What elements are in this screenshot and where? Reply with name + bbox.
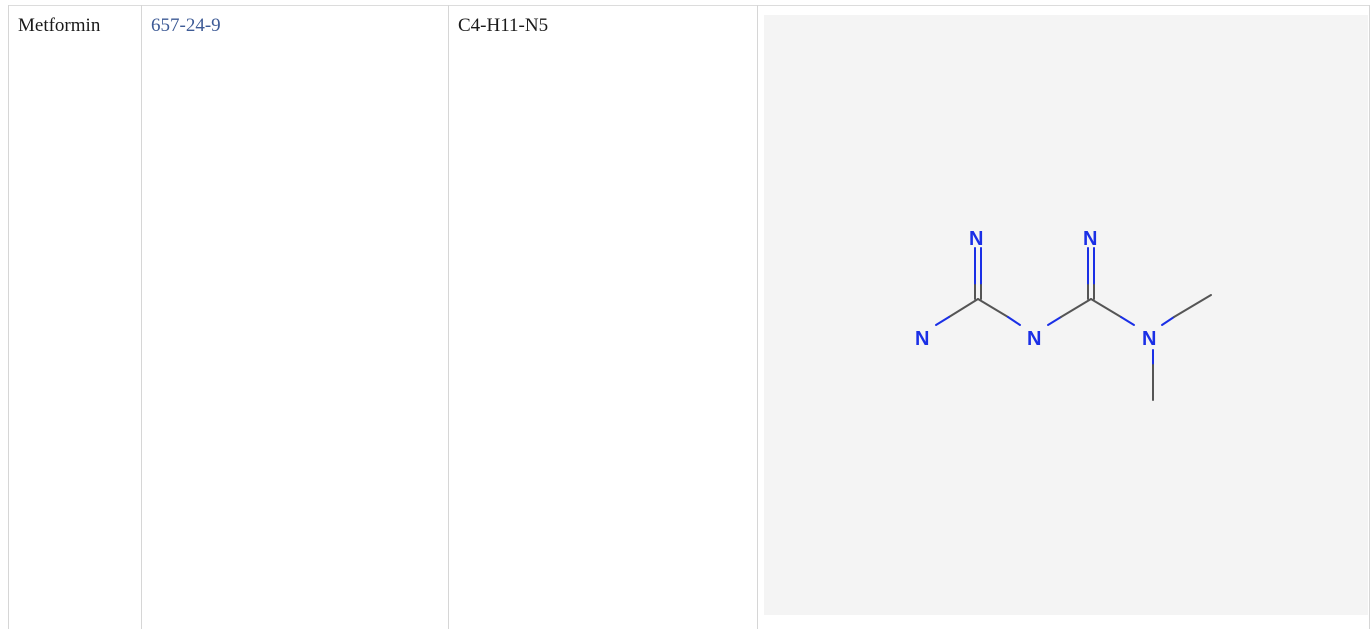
structure-image: N N N N N [764,15,1368,615]
metformin-structure-diagram: N N N N N [915,228,1212,401]
atom-label-dimethylamine: N [1142,328,1156,350]
compound-name: Metformin [18,15,101,36]
atom-label-bridge: N [1027,328,1041,350]
bond-bridge-c2-carbon [1060,298,1092,318]
cas-number-link[interactable]: 657-24-9 [151,15,221,36]
compound-name-cell: Metformin [8,5,142,629]
cas-number-cell: 657-24-9 [141,5,449,629]
molecular-formula: C4-H11-N5 [458,15,549,36]
formula-cell: C4-H11-N5 [448,5,758,629]
bond-c2-dimethyl-carbon [1090,298,1122,318]
bond-c2-dimethyl-nitrogen [1120,316,1135,326]
bond-methyl-right-carbon [1173,294,1212,318]
structure-cell: N N N N N [757,5,1370,629]
bond-bridge-c2-nitrogen [1047,316,1062,326]
compound-table: Metformin 657-24-9 C4-H11-N5 [8,5,1370,629]
bond-c1-nh2-carbon [948,298,979,318]
atom-label-imine-right: N [1083,228,1097,250]
table-row: Metformin 657-24-9 C4-H11-N5 [8,5,1370,629]
atom-label-amine: N [915,328,929,350]
bond-methyl-right-nitrogen [1161,316,1175,326]
bond-c1-bridge-carbon [977,298,1009,318]
bond-c1-nh2-nitrogen [935,316,950,326]
bond-c1-bridge-nitrogen [1007,316,1021,326]
atom-label-imine-left: N [969,228,983,250]
